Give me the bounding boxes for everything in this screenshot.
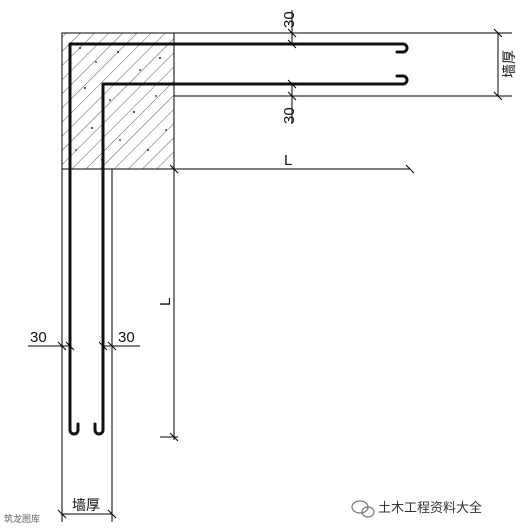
inner-rebar — [101, 74, 409, 432]
bottom-cover-dimension — [28, 341, 140, 351]
cover-right-value: 30 — [118, 329, 135, 346]
top-cover-value-1: 30 — [281, 11, 298, 28]
corner-concrete-block — [61, 32, 175, 170]
inner-rebar-bottom-hook — [93, 422, 105, 436]
watermark-brand: 土木工程资料大全 — [351, 500, 482, 518]
watermark-small-logo: 筑龙图库 — [4, 513, 40, 525]
right-wall-thickness-dimension — [440, 28, 512, 101]
rebars — [68, 42, 409, 436]
bottom-wall-thickness-dimension — [57, 460, 117, 522]
top-cover-value-2: 30 — [281, 107, 298, 124]
wall-thickness-right-label: 墙厚 — [502, 50, 518, 78]
wall-outlines — [61, 32, 440, 460]
vertical-anchor-label: L — [157, 298, 174, 306]
cover-left-value: 30 — [30, 329, 47, 346]
wechat-icon — [351, 500, 375, 518]
horizontal-anchor-label: L — [284, 152, 292, 169]
watermark-brand-text: 土木工程资料大全 — [378, 500, 482, 516]
top-cover-dimension — [287, 10, 297, 49]
wall-thickness-bottom-label: 墙厚 — [72, 498, 100, 514]
middle-cover-dimension — [287, 79, 297, 124]
outer-rebar-bottom-hook — [68, 422, 80, 436]
vertical-anchor-dimension — [160, 169, 179, 442]
horizontal-anchor-dimension — [169, 164, 415, 440]
